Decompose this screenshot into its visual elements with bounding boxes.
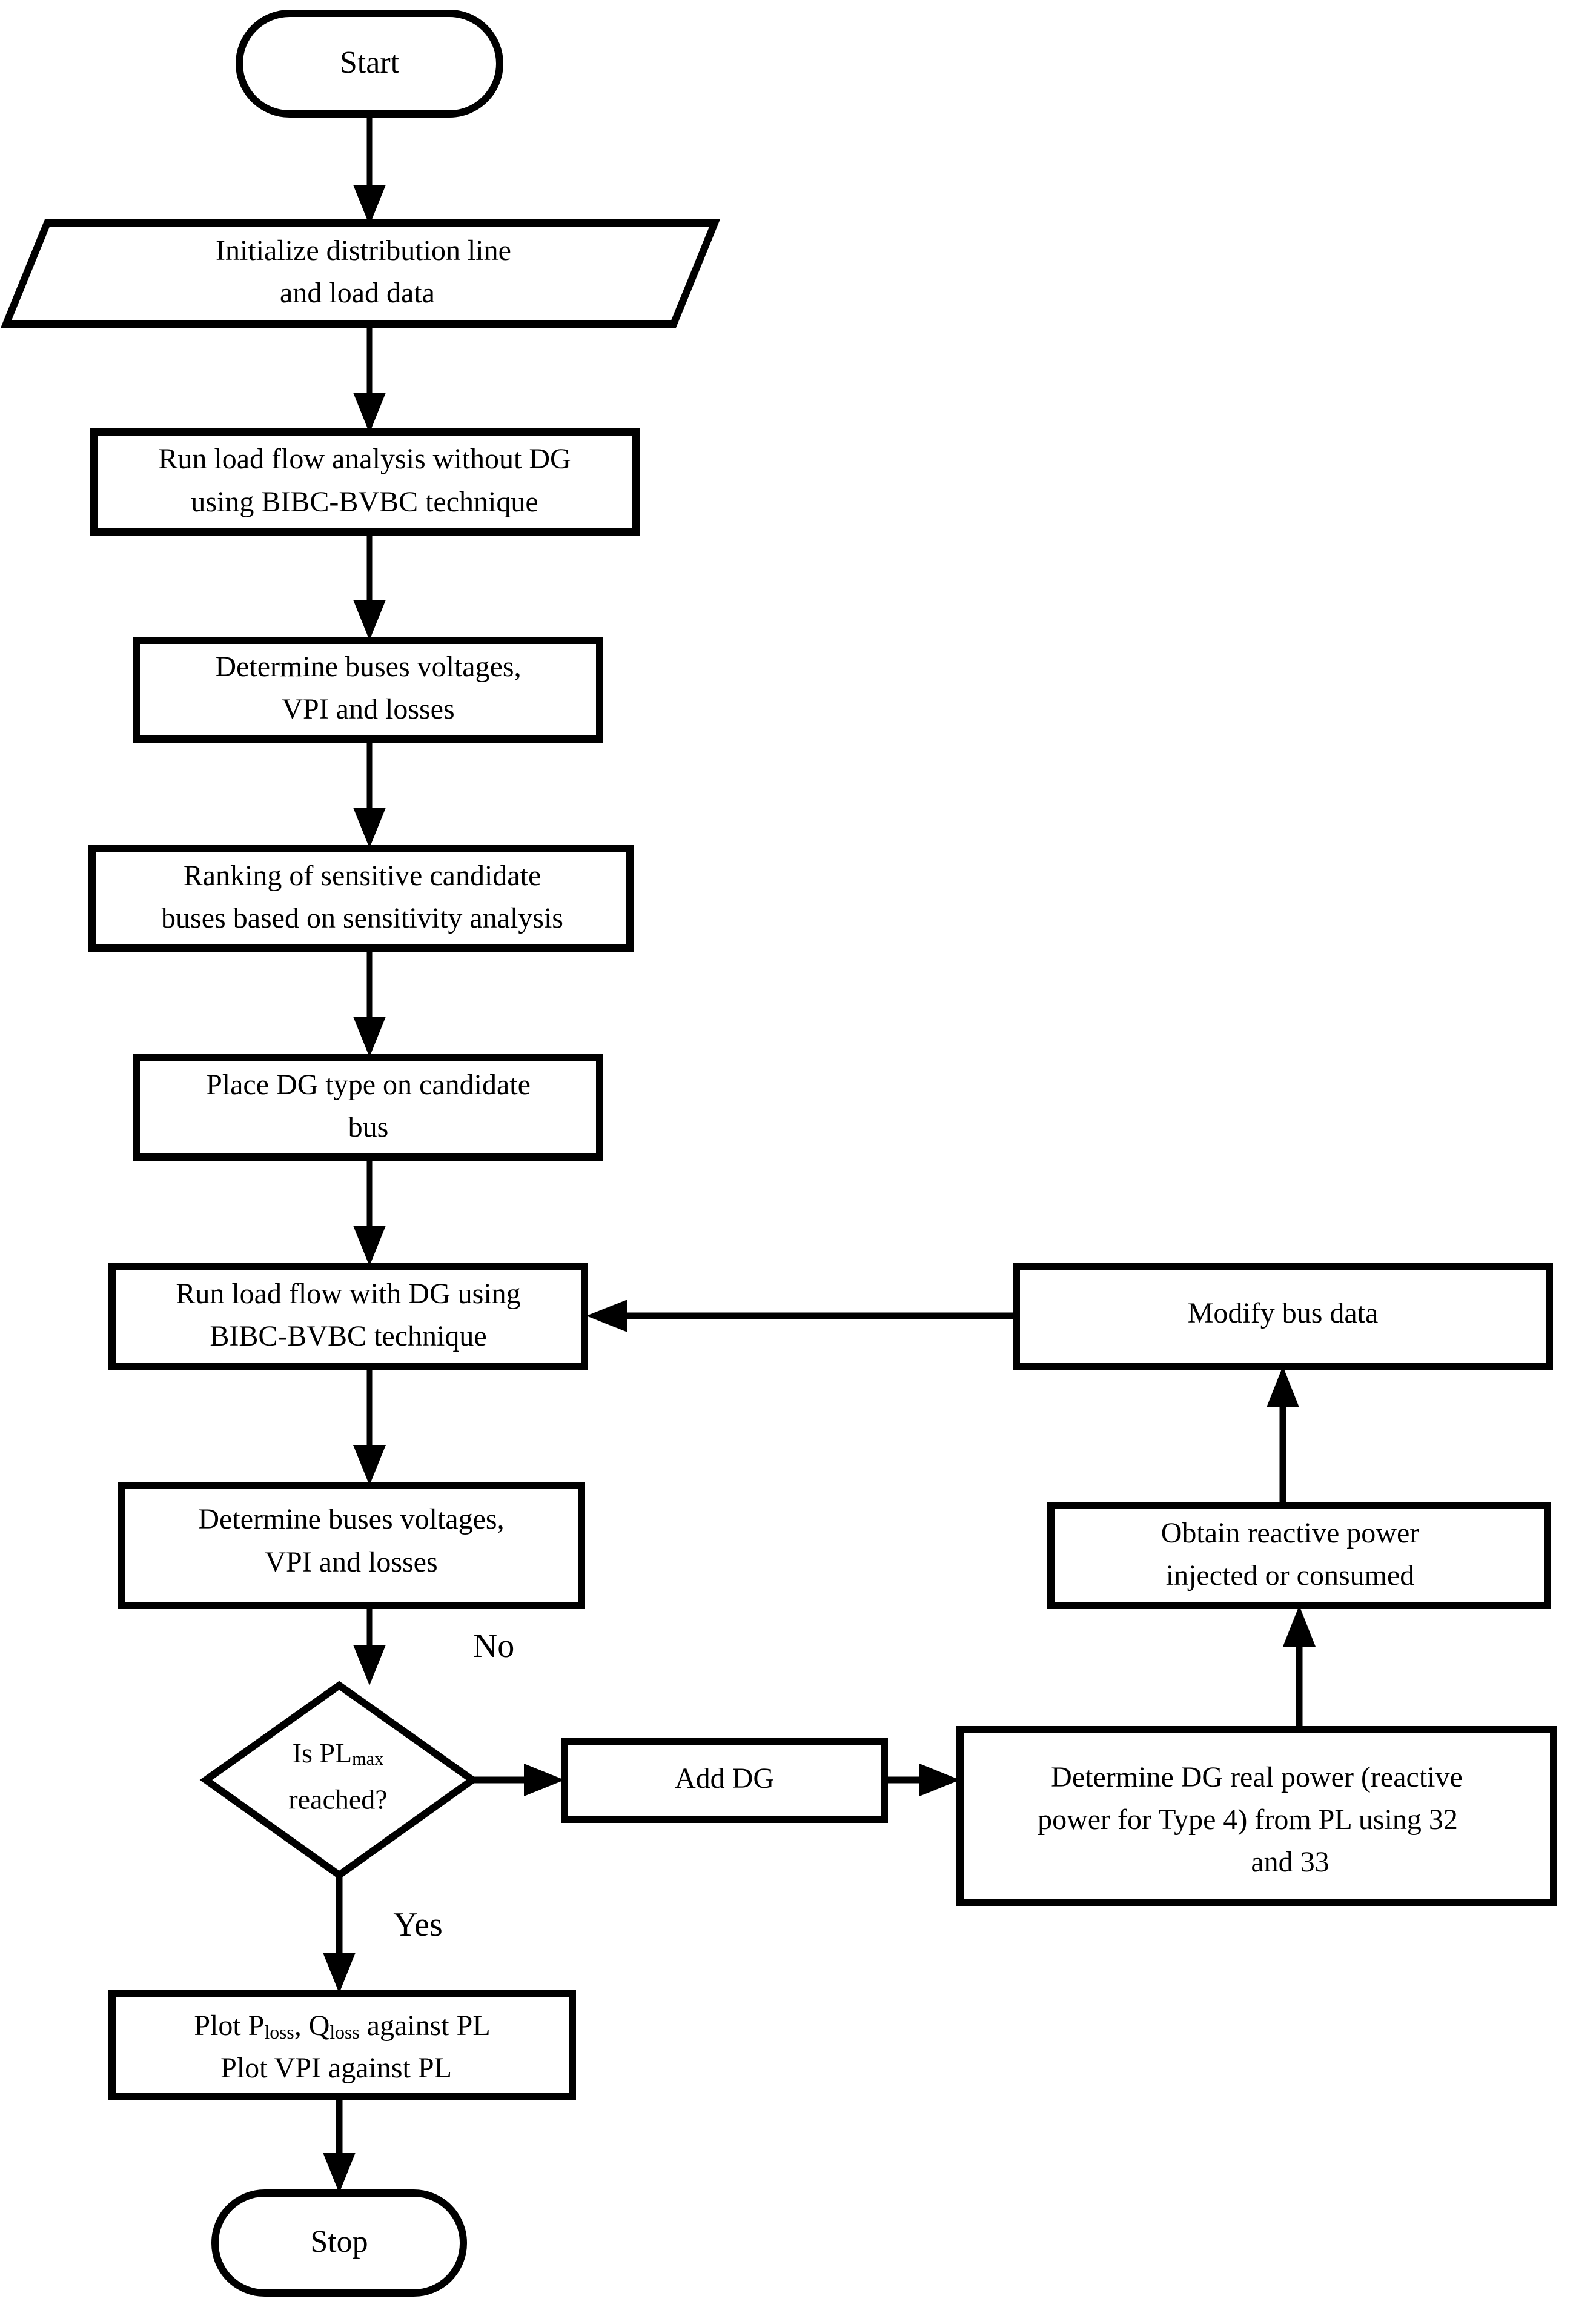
edge-initialize-to-runloadflow [353,324,386,433]
node-determine-buses-2-line1: Determine buses voltages, [198,1503,504,1535]
node-decision-prefix: Is PL [293,1738,352,1768]
node-decision-line1: Is PLmax [293,1738,384,1769]
node-plot-prefix: Plot P [194,2010,264,2042]
edge-determinedgpower-to-obtainreactive [1283,1605,1316,1730]
node-stop[interactable]: Stop [211,2189,467,2297]
node-determine-dg-power-line3: and 33 [1251,1846,1329,1878]
node-run-load-flow-with-dg-line1: Run load flow with DG using [176,1278,520,1310]
node-ranking[interactable]: Ranking of sensitive candidate buses bas… [88,845,634,952]
node-determine-dg-power[interactable]: Determine DG real power (reactive power … [956,1726,1557,1906]
edge-determine1-to-ranking [353,739,386,848]
node-obtain-reactive-power[interactable]: Obtain reactive power injected or consum… [1047,1502,1551,1609]
node-place-dg-line2: bus [348,1111,389,1143]
node-ranking-line1: Ranking of sensitive candidate [184,860,541,892]
node-determine-buses-2[interactable]: Determine buses voltages, VPI and losses [118,1482,585,1609]
node-ranking-line2: buses based on sensitivity analysis [161,902,563,934]
node-modify-bus-data-label: Modify bus data [1188,1297,1379,1329]
edge-plot-to-stop [323,2096,356,2193]
node-decision-line2: reached? [288,1784,387,1815]
node-determine-buses-2-line2: VPI and losses [265,1546,437,1578]
edge-decision-yes-to-plot [323,1875,356,1993]
edge-start-to-initialize [353,114,386,225]
node-run-load-flow-with-dg-line2: BIBC-BVBC technique [210,1320,486,1352]
edge-runloadflowdg-to-determine2 [353,1366,386,1485]
node-start-label: Start [340,45,400,80]
node-determine-buses-1[interactable]: Determine buses voltages, VPI and losses [133,637,603,743]
node-modify-bus-data[interactable]: Modify bus data [1013,1263,1553,1370]
edge-modifybusdata-to-runloadflowdg [586,1300,1016,1332]
node-obtain-reactive-power-line2: injected or consumed [1166,1559,1415,1592]
node-plot-line1: Plot Ploss, Qloss against PL [194,2010,490,2043]
node-plot-sub2: loss [329,2022,359,2043]
node-start[interactable]: Start [236,10,503,118]
edge-decision-no-to-adddg [472,1764,565,1796]
node-determine-buses-1-line2: VPI and losses [282,693,454,725]
node-determine-dg-power-line1: Determine DG real power (reactive [1051,1761,1463,1793]
edge-label-yes: Yes [393,1906,442,1944]
node-initialize-line1: Initialize distribution line [216,234,511,267]
node-run-load-flow-with-dg[interactable]: Run load flow with DG using BIBC-BVBC te… [108,1263,588,1370]
edge-obtainreactive-to-modifybusdata [1267,1366,1299,1505]
node-determine-buses-1-line1: Determine buses voltages, [215,651,521,683]
node-decision-subscript: max [352,1748,383,1769]
node-place-dg[interactable]: Place DG type on candidate bus [133,1054,603,1161]
edge-determine2-to-decision [353,1605,386,1685]
edge-placedg-to-runloadflowdg [353,1157,386,1266]
node-stop-label: Stop [310,2225,368,2259]
node-add-dg[interactable]: Add DG [561,1738,888,1823]
node-decision-plmax[interactable]: Is PLmax reached? [199,1681,479,1880]
node-plot[interactable]: Plot Ploss, Qloss against PL Plot VPI ag… [108,1990,576,2100]
edge-label-no: No [473,1627,514,1665]
node-plot-mid: , Q [294,2010,330,2042]
node-run-load-flow-no-dg-line2: using BIBC-BVBC technique [191,486,538,518]
node-plot-sub1: loss [264,2022,294,2043]
node-plot-suffix: against PL [360,2010,491,2042]
node-determine-dg-power-line2: power for Type 4) from PL using 32 [1038,1804,1458,1836]
node-initialize[interactable]: Initialize distribution line and load da… [1,219,720,328]
node-run-load-flow-no-dg[interactable]: Run load flow analysis without DG using … [90,428,640,536]
node-add-dg-label: Add DG [675,1762,774,1794]
edge-adddg-to-determinedgpower [884,1764,960,1796]
node-place-dg-line1: Place DG type on candidate [206,1069,531,1101]
node-run-load-flow-no-dg-line1: Run load flow analysis without DG [158,443,571,475]
edge-runloadflow-to-determine1 [353,532,386,640]
node-plot-line2: Plot VPI against PL [220,2052,452,2084]
edge-ranking-to-placedg [353,948,386,1057]
node-obtain-reactive-power-line1: Obtain reactive power [1161,1517,1419,1549]
node-initialize-line2: and load data [280,277,435,309]
